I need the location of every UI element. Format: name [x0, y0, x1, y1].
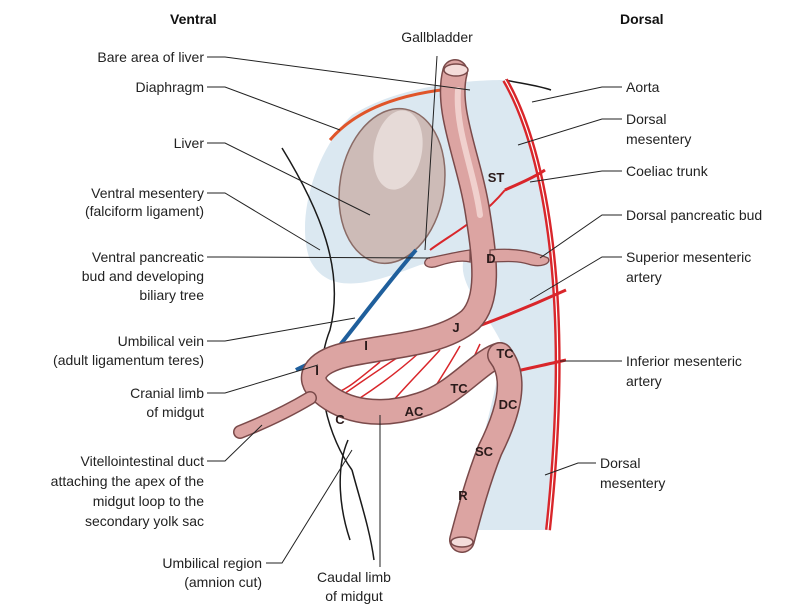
label-dorsal-pancreatic-bud: Dorsal pancreatic bud [626, 207, 762, 223]
segment-d: D [486, 251, 495, 266]
label-vitellointestinal-duct-4: secondary yolk sac [85, 513, 204, 529]
segment-i-upper: I [364, 338, 368, 353]
segment-i-lower: I [315, 363, 319, 378]
heading-ventral: Ventral [170, 11, 217, 27]
label-aorta: Aorta [626, 79, 660, 95]
label-superior-mesenteric-artery: Superior mesenteric [626, 249, 751, 265]
label-umbilical-region: Umbilical region [162, 555, 262, 571]
segment-j: J [452, 320, 459, 335]
label-dorsal-mesentery-bottom: Dorsal [600, 455, 640, 471]
label-ventral-pancreatic-bud-2: bud and developing [82, 268, 204, 284]
label-dorsal-mesentery-top-sub: mesentery [626, 131, 691, 147]
segment-sc: SC [475, 444, 494, 459]
label-superior-mesenteric-artery-sub: artery [626, 269, 662, 285]
label-liver: Liver [174, 135, 205, 151]
label-umbilical-region-sub: (amnion cut) [184, 574, 262, 590]
label-ventral-pancreatic-bud-3: biliary tree [139, 287, 204, 303]
label-diaphragm: Diaphragm [136, 79, 204, 95]
segment-tc-left: TC [450, 381, 468, 396]
heading-dorsal: Dorsal [620, 11, 664, 27]
label-vitellointestinal-duct-3: midgut loop to the [93, 493, 205, 509]
label-bare-area-of-liver: Bare area of liver [97, 49, 204, 65]
rectum-end [451, 537, 473, 547]
label-cranial-limb: Cranial limb [130, 385, 204, 401]
segment-c: C [335, 412, 345, 427]
segment-st: ST [488, 170, 505, 185]
label-gallbladder: Gallbladder [401, 29, 473, 45]
label-dorsal-mesentery-top: Dorsal [626, 111, 666, 127]
label-vitellointestinal-duct-2: attaching the apex of the [51, 473, 205, 489]
segment-dc: DC [499, 397, 518, 412]
umbilical-cord-right [352, 470, 374, 560]
vitellointestinal-duct-fill [240, 398, 310, 432]
label-inferior-mesenteric-artery: Inferior mesenteric [626, 353, 742, 369]
segment-r: R [458, 488, 468, 503]
label-ventral-pancreatic-bud: Ventral pancreatic [92, 249, 204, 265]
label-ventral-mesentery: Ventral mesentery [91, 185, 204, 201]
segment-ac: AC [405, 404, 424, 419]
segment-tc-right: TC [496, 346, 514, 361]
label-vitellointestinal-duct: Vitellointestinal duct [81, 453, 205, 469]
oesophagus-end [444, 64, 468, 76]
label-inferior-mesenteric-artery-sub: artery [626, 373, 662, 389]
label-umbilical-vein-sub: (adult ligamentum teres) [53, 352, 204, 368]
label-ventral-mesentery-sub: (falciform ligament) [85, 203, 204, 219]
label-caudal-limb: Caudal limb [317, 569, 391, 585]
label-dorsal-mesentery-bottom-sub: mesentery [600, 475, 665, 491]
label-umbilical-vein: Umbilical vein [118, 333, 204, 349]
label-cranial-limb-sub: of midgut [146, 404, 204, 420]
label-coeliac-trunk: Coeliac trunk [626, 163, 709, 179]
label-caudal-limb-sub: of midgut [325, 588, 383, 604]
